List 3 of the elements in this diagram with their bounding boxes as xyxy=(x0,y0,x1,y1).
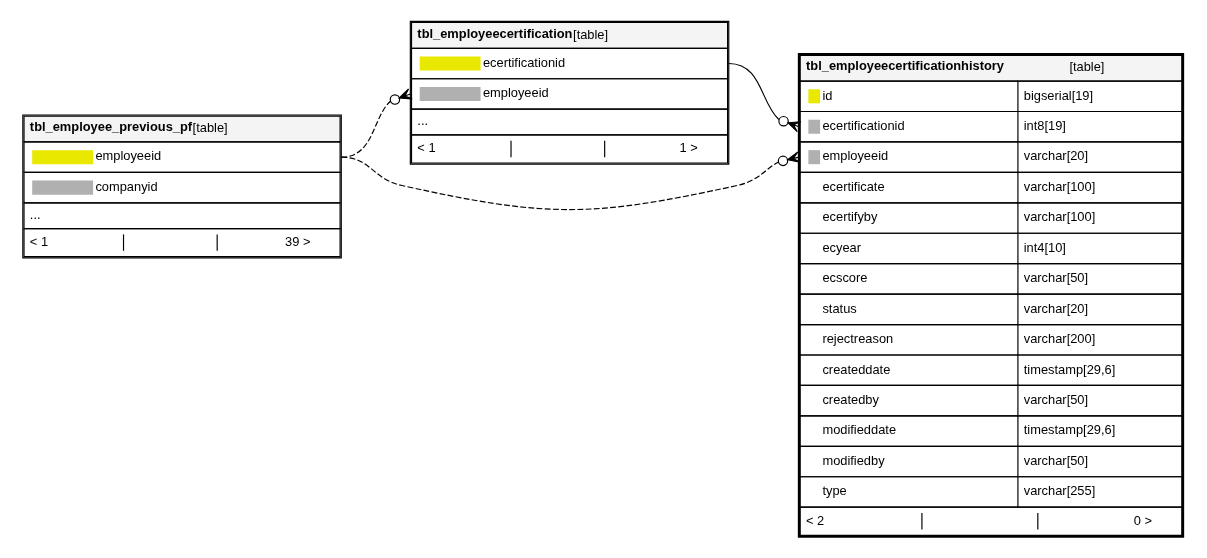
connector xyxy=(728,62,802,132)
connector xyxy=(340,87,413,158)
connector xyxy=(340,150,801,210)
